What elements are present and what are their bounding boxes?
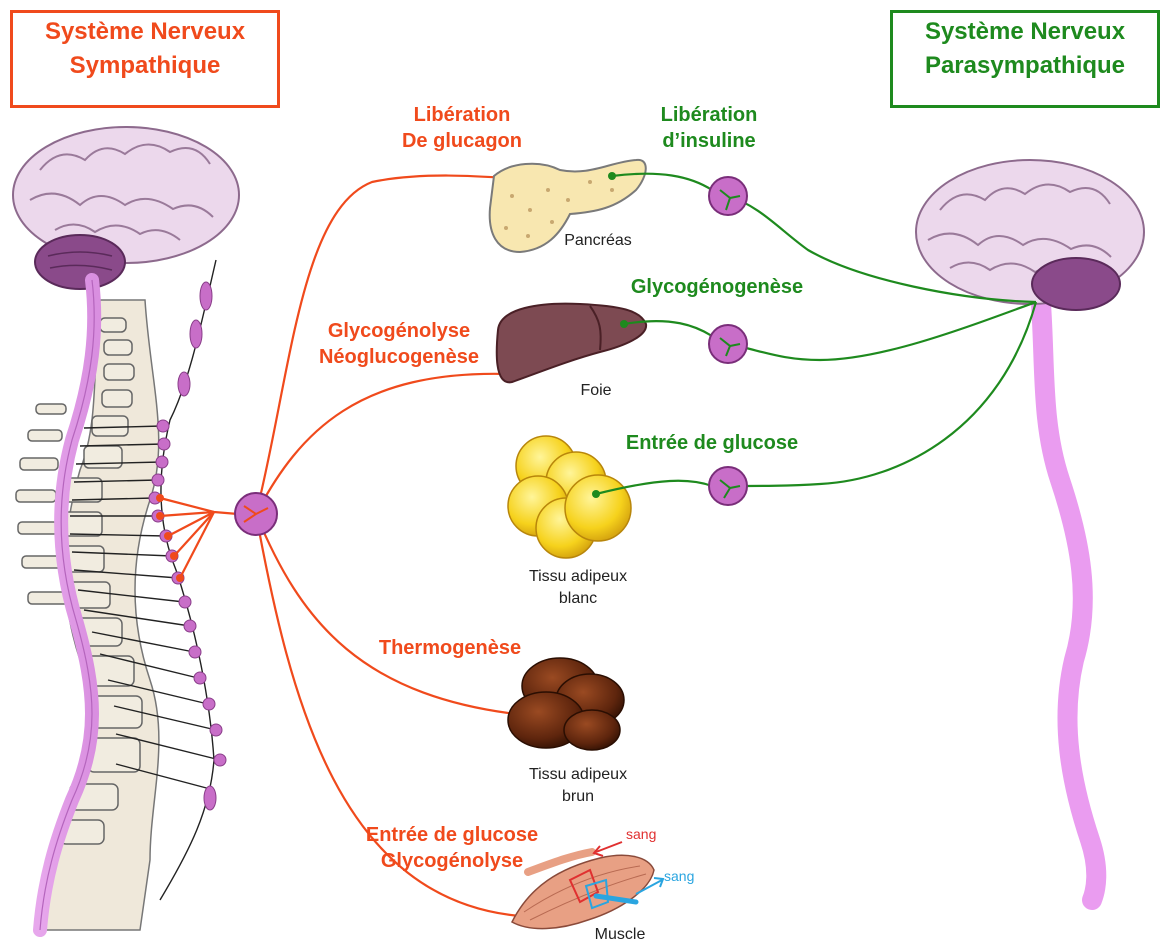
sympathetic-brain (13, 127, 239, 289)
parasympathetic-title: Système Nerveux Parasympathique (890, 10, 1160, 108)
label-muscle-line2: Glycogénolyse (352, 848, 552, 874)
parasympathetic-title-line2: Parasympathique (903, 49, 1147, 83)
label-white-fat: Tissu adipeux blanc (518, 566, 638, 610)
sympathetic-ganglion (235, 493, 277, 535)
label-thermogenesis: Thermogenèse (370, 635, 530, 661)
label-insulin-release: Libération d’insuline (634, 102, 784, 154)
liver-illustration (497, 304, 646, 383)
label-glucagon-release: Libération De glucagon (372, 102, 552, 154)
label-muscle-effects: Entrée de glucose Glycogénolyse (352, 822, 552, 874)
label-glucagon-line2: De glucagon (372, 128, 552, 154)
label-brown-fat: Tissu adipeux brun (518, 764, 638, 808)
label-insulin-line1: Libération (634, 102, 784, 128)
label-brown-fat-line2: brun (518, 786, 638, 808)
label-pancreas: Pancréas (548, 230, 648, 252)
parasympathetic-brain (916, 160, 1144, 900)
brown-fat-illustration (508, 658, 624, 750)
parasympathetic-title-line1: Système Nerveux (903, 15, 1147, 49)
sympathetic-pathways (160, 176, 536, 916)
label-muscle-line1: Entrée de glucose (352, 822, 552, 848)
label-glucose-entry-fat: Entrée de glucose (612, 430, 812, 456)
label-glycogenolysis-neoglucogenesis: Glycogénolyse Néoglucogenèse (304, 318, 494, 370)
label-muscle: Muscle (580, 924, 660, 946)
label-glucagon-line1: Libération (372, 102, 552, 128)
label-brown-fat-line1: Tissu adipeux (518, 764, 638, 786)
vertebral-column (16, 280, 159, 930)
label-insulin-line2: d’insuline (634, 128, 784, 154)
label-blood-in: sang (626, 826, 656, 842)
label-glycogenesis: Glycogénogenèse (612, 274, 822, 300)
sympathetic-title-line2: Sympathique (23, 49, 267, 83)
label-liver-line1: Glycogénolyse (304, 318, 494, 344)
sympathetic-title: Système Nerveux Sympathique (10, 10, 280, 108)
label-white-fat-line1: Tissu adipeux (518, 566, 638, 588)
label-liver-line2: Néoglucogenèse (304, 344, 494, 370)
chain-ganglia (149, 282, 226, 810)
label-liver: Foie (566, 380, 626, 402)
label-white-fat-line2: blanc (518, 588, 638, 610)
sympathetic-title-line1: Système Nerveux (23, 15, 267, 49)
label-blood-out: sang (664, 868, 694, 884)
